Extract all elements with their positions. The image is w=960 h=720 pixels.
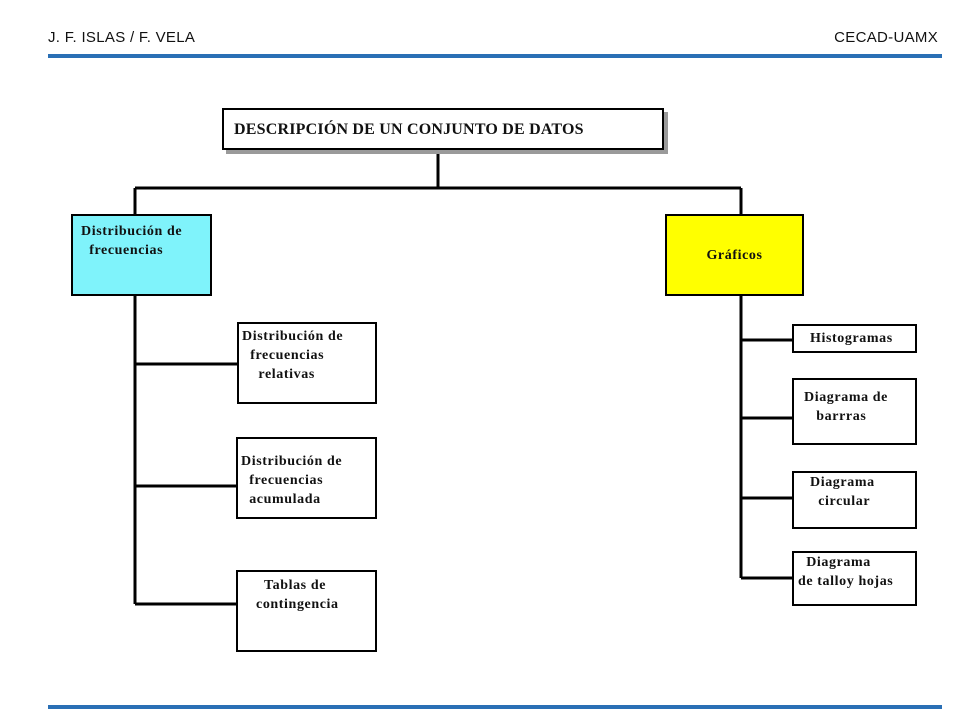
bottom-rule: [48, 705, 942, 709]
cumulative-frequency-node: Distribución de frecuencias acumulada: [236, 437, 377, 519]
node-label-line: Distribución de: [81, 224, 183, 239]
histograms-node: Histogramas: [792, 324, 917, 353]
node-label-line: Gráficos: [706, 247, 763, 263]
relative-frequency-node: Distribución de frecuencias relativas: [237, 322, 377, 404]
charts-node: Gráficos: [665, 214, 804, 296]
node-label-line: barrras: [804, 409, 867, 424]
root-label: DESCRIPCIÓN DE UN CONJUNTO DE DATOS: [234, 120, 584, 138]
node-label-line: Distribución de: [241, 454, 343, 469]
pie-chart-node: Diagrama circular: [792, 471, 917, 529]
diagram-panel: [36, 87, 924, 661]
node-label-line: contingencia: [256, 597, 339, 612]
stem-leaf-node: Diagrama de talloy hojas: [792, 551, 917, 606]
node-label-line: Distribución de: [242, 329, 344, 344]
node-label-line: frecuencias: [242, 348, 325, 363]
header-institution: CECAD-UAMX: [834, 29, 938, 46]
node-label-line: de talloy hojas: [798, 574, 894, 589]
node-label-line: circular: [810, 494, 871, 509]
node-label-line: relativas: [242, 367, 315, 382]
node-label-line: Histogramas: [810, 331, 893, 346]
node-label-line: Diagrama: [798, 555, 871, 570]
node-label-line: Diagrama de: [804, 390, 888, 405]
frequency-distribution-node: Distribución de frecuencias: [71, 214, 212, 296]
node-label-line: Tablas de: [256, 578, 327, 593]
node-label-line: Diagrama: [810, 475, 875, 490]
node-label-line: frecuencias: [241, 473, 324, 488]
top-rule: [48, 54, 942, 58]
contingency-tables-node: Tablas de contingencia: [236, 570, 377, 652]
node-label-line: frecuencias: [81, 243, 164, 258]
header-author: J. F. ISLAS / F. VELA: [48, 29, 196, 46]
bar-chart-node: Diagrama de barrras: [792, 378, 917, 445]
node-label-line: acumulada: [241, 492, 321, 507]
root-node: DESCRIPCIÓN DE UN CONJUNTO DE DATOS: [222, 108, 664, 150]
